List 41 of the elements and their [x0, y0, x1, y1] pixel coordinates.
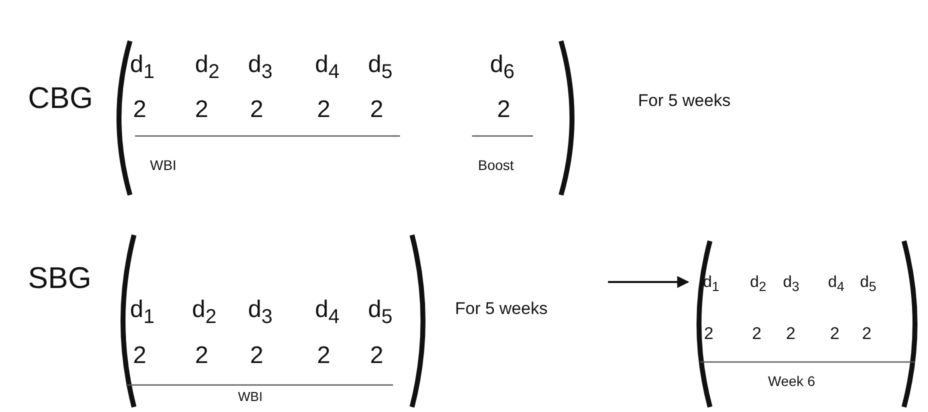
variable-label: d$_{1}$ [130, 52, 154, 83]
variable-label: d$_{3}$ [783, 274, 800, 295]
duration-label: For 5 weeks [638, 92, 731, 111]
variable-label: d$_{1}$ [130, 297, 154, 328]
dose-value: 2 [317, 97, 330, 124]
dose-value: 2 [195, 343, 208, 370]
variable-label: d$_{2}$ [750, 274, 766, 295]
variable-label: d$_{4}$ [315, 297, 340, 328]
variable-label: d$_{5}$ [368, 52, 392, 83]
phase-label: WBI [150, 158, 176, 174]
phase-label: Week 6 [768, 374, 816, 390]
dose-value: 2 [786, 325, 796, 344]
variable-label: d$_{1}$ [703, 274, 720, 295]
variable-label: d$_{4}$ [315, 52, 340, 83]
variable-label: d$_{2}$ [192, 297, 216, 328]
variable-label: d$_{4}$ [828, 274, 844, 295]
dose-value: 2 [250, 97, 264, 124]
dose-value: 2 [370, 343, 384, 370]
dose-value: 2 [830, 325, 840, 344]
arrow [608, 276, 690, 288]
variable-label: d$_{2}$ [195, 52, 220, 83]
dose-value: 2 [704, 325, 714, 344]
dose-value: 2 [133, 343, 146, 370]
phase-label: WBI [238, 390, 263, 404]
dose-value: 2 [317, 343, 330, 370]
dose-value: 2 [752, 325, 762, 344]
dose-value: 2 [250, 343, 264, 370]
dose-value: 2 [370, 97, 384, 124]
dose-value: 2 [497, 97, 510, 124]
variable-label: d$_{5}$ [860, 274, 876, 295]
dose-value: 2 [862, 325, 872, 344]
phase-label: Boost [478, 158, 514, 174]
group-label: CBG [28, 82, 94, 115]
group-label: SBG [28, 262, 92, 295]
dose-value: 2 [133, 97, 146, 124]
duration-label: For 5 weeks [455, 300, 548, 319]
dose-value: 2 [195, 97, 208, 124]
variable-label: d$_{6}$ [490, 52, 514, 83]
variable-label: d$_{3}$ [248, 52, 272, 83]
variable-label: d$_{5}$ [368, 297, 392, 328]
variable-label: d$_{3}$ [248, 297, 272, 328]
